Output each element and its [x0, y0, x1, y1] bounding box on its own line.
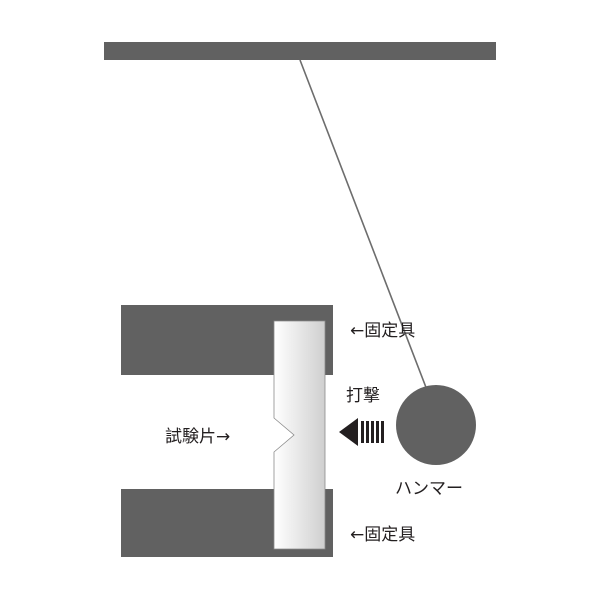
impact-arrow-icon [339, 418, 384, 446]
test-specimen [273, 320, 326, 550]
hammer-label: ハンマー [395, 479, 463, 499]
pendulum-string [299, 59, 428, 391]
specimen-label: 試験片→ [165, 427, 230, 447]
fixture-bottom-label: ←固定具 [350, 525, 415, 545]
hammer [396, 385, 476, 465]
support-bar [104, 42, 496, 60]
impact-label: 打撃 [346, 386, 380, 406]
specimen-clearance [325, 375, 335, 489]
fixture-top-label: ←固定具 [350, 321, 415, 341]
